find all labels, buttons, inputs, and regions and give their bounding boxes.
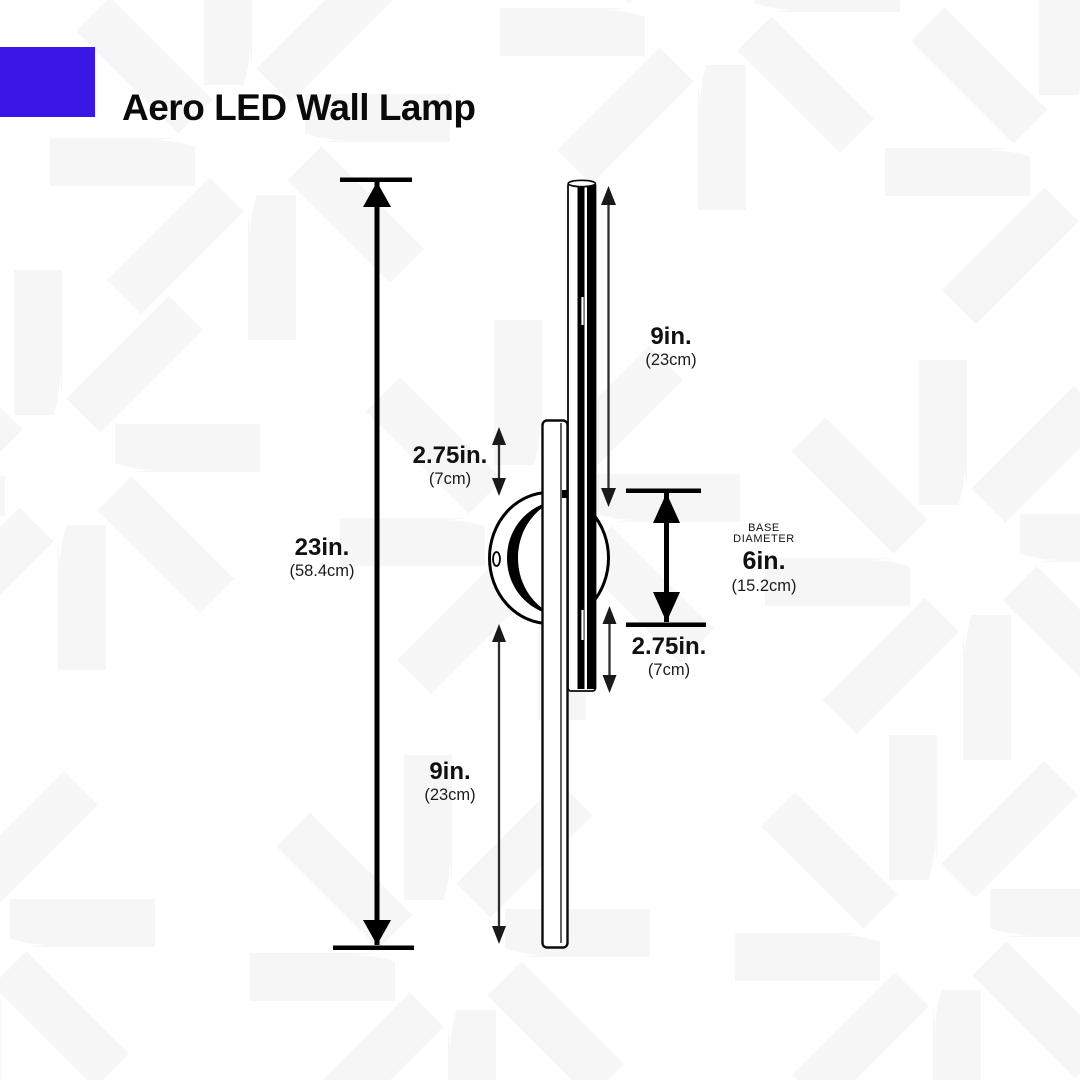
tube-top-cap [567,179,597,188]
dim-tube-top-arrow [601,186,616,507]
page-title: Aero LED Wall Lamp [122,86,476,128]
dim-offset-bottom-arrow [602,606,617,693]
dim-base-diameter-arrow [626,488,706,627]
mount-hole [492,551,501,567]
led-tube [567,179,597,692]
dim-overall-height-arrow [333,177,414,950]
dim-offset-top-arrow [492,427,506,496]
brand-accent-block [0,47,95,117]
base-plate-bevel [507,500,557,616]
dim-tube-bottom-arrow [492,624,506,944]
